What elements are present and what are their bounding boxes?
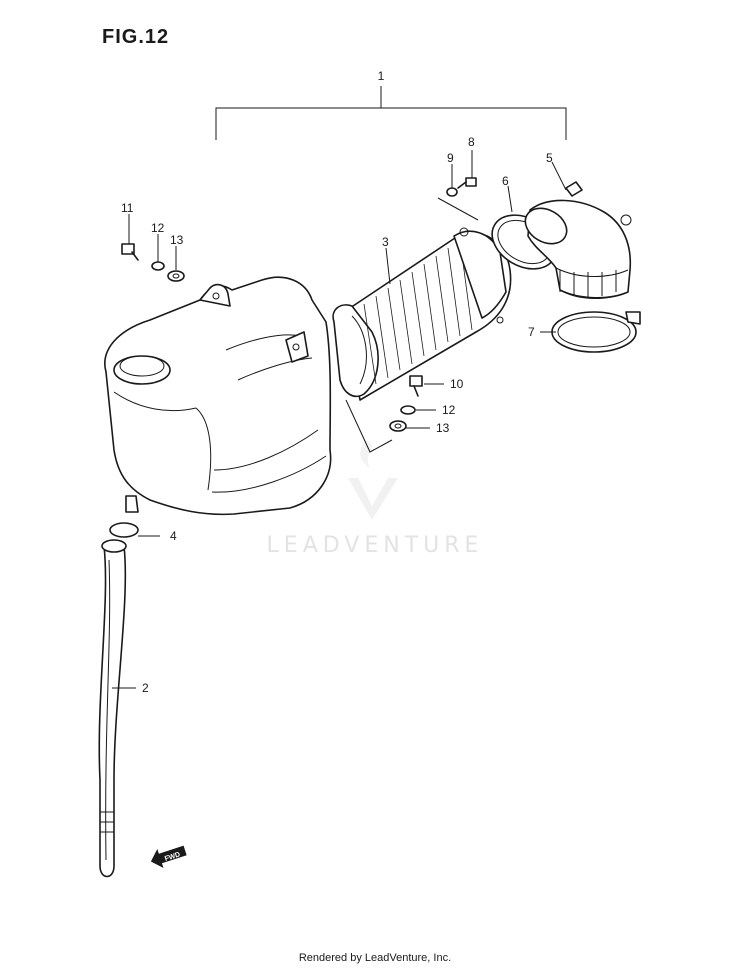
filter-part <box>332 227 512 401</box>
callout-1: 1 <box>378 69 385 83</box>
bolt-part-11 <box>121 243 139 261</box>
callout-4: 4 <box>170 529 177 543</box>
assembly-bracket <box>215 86 567 140</box>
watermark-logo-icon <box>348 440 398 520</box>
callout-7: 7 <box>528 325 535 339</box>
leader-lines <box>112 150 567 689</box>
callout-3: 3 <box>382 235 389 249</box>
fwd-label: FWD <box>164 851 181 863</box>
elbow-boot-part <box>524 181 632 299</box>
footer-credit: Rendered by LeadVenture, Inc. <box>298 952 452 964</box>
washer-part-13-lower <box>389 420 407 432</box>
bolt-part-8 <box>457 177 477 189</box>
callout-10: 10 <box>450 377 464 391</box>
callout-12-lower: 12 <box>442 403 456 417</box>
callout-12-upper: 12 <box>151 221 165 235</box>
washer-part-9 <box>446 187 458 197</box>
bolt-part-10 <box>409 375 423 397</box>
washer-part-12-lower <box>400 405 416 415</box>
washer-part-12-upper <box>151 261 165 271</box>
leader-line <box>345 399 393 453</box>
watermark-text: LEADVENTURE <box>267 533 484 558</box>
callout-5: 5 <box>546 151 553 165</box>
figure-title: FIG.12 <box>102 26 170 48</box>
callout-8: 8 <box>468 135 475 149</box>
fwd-arrow-icon: FWD <box>150 845 187 868</box>
callout-9: 9 <box>447 151 454 165</box>
callout-2: 2 <box>142 681 149 695</box>
air-box-tank <box>104 276 332 516</box>
clip-part <box>109 522 139 538</box>
callout-13-upper: 13 <box>170 233 184 247</box>
washer-part-13-upper <box>167 270 185 282</box>
leader-line <box>437 197 479 221</box>
hose-clamp-part <box>551 311 641 353</box>
callout-13-lower: 13 <box>436 421 450 435</box>
hose-part <box>98 539 127 878</box>
callout-6: 6 <box>502 174 509 188</box>
callout-11: 11 <box>121 201 134 215</box>
